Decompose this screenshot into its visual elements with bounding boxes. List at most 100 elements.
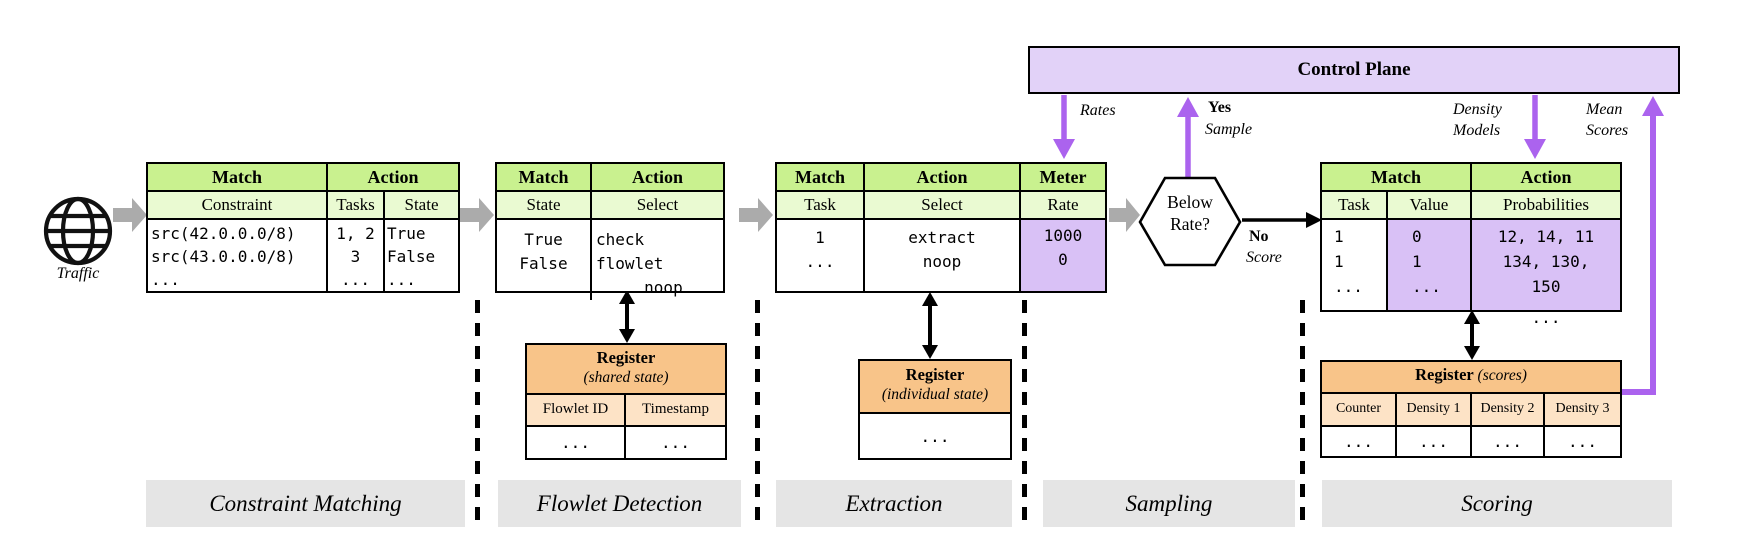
- yes-label: Yes: [1208, 99, 1232, 116]
- action-header: Action: [592, 164, 723, 190]
- yes-sample-arrow: [1177, 97, 1199, 180]
- match-header: Match: [777, 164, 865, 190]
- extraction-table: Match Action Meter Task Select Rate 1 ..…: [775, 162, 1107, 293]
- task-col-header: Task: [777, 192, 865, 218]
- shared-state-register: Register (shared state) Flowlet ID Times…: [525, 343, 727, 460]
- flowlet-table: Match Action State Select True False che…: [495, 162, 725, 300]
- table-body-row: 1 ... extract noop 1000 0: [777, 220, 1105, 291]
- rate-col-header: Rate: [1021, 192, 1105, 218]
- register-header: Register (scores): [1322, 362, 1620, 394]
- constraint-col-header: Constraint: [148, 192, 328, 218]
- match-header: Match: [1322, 164, 1472, 190]
- state-col-header: State: [497, 192, 592, 218]
- stage-divider: [1300, 300, 1305, 530]
- register-cell: ...: [527, 427, 626, 458]
- select-col-header: Select: [592, 192, 723, 218]
- sample-label: Sample: [1205, 121, 1253, 138]
- register-cell: ...: [1472, 427, 1545, 456]
- globe-icon: [43, 196, 113, 266]
- register-title: Register: [596, 348, 656, 367]
- stage-label-flowlet-detection: Flowlet Detection: [498, 480, 741, 527]
- register-cell: ...: [1322, 427, 1397, 456]
- register-columns-row: Counter Density 1 Density 2 Density 3: [1322, 394, 1620, 427]
- table-body-row: src(42.0.0.0/8) src(43.0.0.0/8) ... 1, 2…: [148, 220, 458, 291]
- stage-label-scoring: Scoring: [1322, 480, 1672, 527]
- rates-label: Rates: [1080, 102, 1116, 119]
- density-models-label: Density Models: [1453, 101, 1502, 139]
- counter-col: Counter: [1322, 394, 1397, 425]
- register-columns-row: Flowlet ID Timestamp: [527, 395, 725, 427]
- register-header: Register (shared state): [527, 345, 725, 395]
- timestamp-col: Timestamp: [642, 401, 709, 417]
- rate-cells: 1000 0: [1021, 220, 1105, 291]
- match-header: Match: [497, 164, 592, 190]
- table-header-row: Match Action Meter: [777, 164, 1105, 192]
- register-cell: ...: [1397, 427, 1472, 456]
- rates-arrow: [1053, 95, 1075, 159]
- table-header-row: Match Action: [497, 164, 723, 192]
- action-header: Action: [1472, 164, 1620, 190]
- individual-state-register: Register (individual state) ...: [858, 359, 1012, 460]
- register-subtitle: (shared state): [583, 369, 669, 386]
- stage-divider: [475, 300, 480, 530]
- task-col-header: Task: [1322, 192, 1388, 218]
- action-header: Action: [328, 164, 458, 190]
- no-label: No: [1249, 228, 1269, 245]
- flow-arrow-icon: [460, 198, 494, 232]
- score-label: Score: [1246, 249, 1282, 266]
- density-models-arrow: [1524, 95, 1546, 159]
- table-subheader-row: State Select: [497, 192, 723, 220]
- density3-col: Density 3: [1555, 401, 1610, 416]
- below-rate-label: Below Rate?: [1167, 192, 1213, 234]
- density1-col: Density 1: [1397, 394, 1472, 425]
- control-plane-box: Control Plane: [1028, 46, 1680, 94]
- table-header-row: Match Action: [148, 164, 458, 192]
- scores-register: Register (scores) Counter Density 1 Dens…: [1320, 360, 1622, 458]
- match-header: Match: [148, 164, 328, 190]
- probability-cells: 12, 14, 11 134, 130, 150: [1472, 220, 1620, 310]
- stage-divider: [1022, 300, 1027, 530]
- stage-label-constraint-matching: Constraint Matching: [146, 480, 465, 527]
- register-title: Register: [1415, 365, 1478, 384]
- flow-arrow-icon: [113, 198, 147, 232]
- double-arrow-icon: [922, 292, 938, 359]
- probabilities-col-header: Probabilities: [1472, 192, 1620, 218]
- register-values-row: ...: [860, 414, 1010, 458]
- select-col-header: Select: [865, 192, 1021, 218]
- task-cells: 1 1 ...: [1322, 220, 1388, 310]
- traffic-label: Traffic: [56, 265, 100, 282]
- register-subtitle: (individual state): [881, 386, 989, 403]
- scoring-table: Match Action Task Value Probabilities 1 …: [1320, 162, 1622, 312]
- state-col-header: State: [385, 192, 458, 218]
- select-cells: extract noop: [865, 220, 1021, 291]
- stage-label-extraction: Extraction: [776, 480, 1012, 527]
- table-subheader-row: Task Value Probabilities: [1322, 192, 1620, 220]
- mean-scores-label: Mean Scores: [1586, 101, 1629, 139]
- constraint-table: Match Action Constraint Tasks State src(…: [146, 162, 460, 293]
- table-header-row: Match Action: [1322, 164, 1620, 192]
- register-cell: ...: [1568, 432, 1597, 451]
- scoring-overflow-dots: ...: [1531, 308, 1561, 327]
- register-values-row: ... ...: [527, 427, 725, 458]
- state-cells: True False: [497, 220, 592, 300]
- register-cell: ...: [920, 426, 950, 446]
- register-values-row: ... ... ... ...: [1322, 427, 1620, 456]
- task-cells: 1 ...: [777, 220, 865, 291]
- stage-divider: [755, 300, 760, 530]
- value-cells: 0 1 ...: [1388, 220, 1472, 310]
- flow-arrow-icon: [739, 198, 773, 232]
- density2-col: Density 2: [1472, 394, 1545, 425]
- stage-label-sampling: Sampling: [1043, 480, 1295, 527]
- table-subheader-row: Constraint Tasks State: [148, 192, 458, 220]
- action-header: Action: [865, 164, 1021, 190]
- register-header: Register (individual state): [860, 361, 1010, 414]
- register-subtitle: (scores): [1477, 367, 1527, 384]
- register-cell: ...: [661, 433, 690, 452]
- table-body-row: 1 1 ... 0 1 ... 12, 14, 11 134, 130, 150: [1322, 220, 1620, 310]
- register-title: Register: [905, 365, 965, 384]
- tasks-cells: 1, 2 3 ...: [328, 220, 385, 291]
- meter-header: Meter: [1021, 164, 1105, 190]
- constraint-cells: src(42.0.0.0/8) src(43.0.0.0/8) ...: [148, 220, 328, 291]
- state-cells: True False ...: [387, 224, 436, 289]
